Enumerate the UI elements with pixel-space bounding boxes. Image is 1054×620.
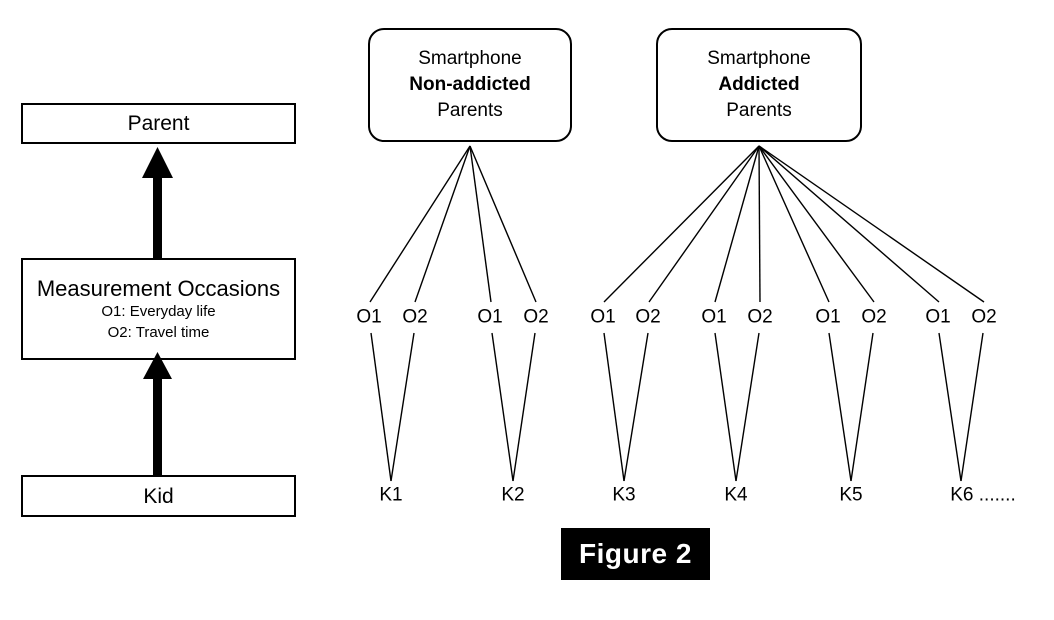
occasion-node-o1-g2-k3: O1 [590,306,616,328]
occasion-node-o1-g2-k5: O1 [815,306,841,328]
occasion-node-o1-g2-k6: O1 [925,306,951,328]
occasion-node-o1-g1-k1: O1 [356,306,382,328]
kid-node-k4: K4 [724,484,748,506]
group-non-addicted-line-1: Smartphone [418,48,522,69]
occasion-node-o2-g2-k6: O2 [971,306,997,328]
box-kid: Kid [21,475,296,517]
box-parent: Parent [21,103,296,144]
kid-node-k5: K5 [839,484,863,506]
kid-node-k2: K2 [501,484,525,506]
group-addicted-line-1: Smartphone [707,48,811,69]
kid-node-k3: K3 [612,484,636,506]
group-non-addicted-line-3: Parents [437,100,503,121]
occasion-node-o2-g2-k5: O2 [861,306,887,328]
kid-node-k6: K6 ....... [950,484,1016,506]
arrow-kid-to-measurement [143,352,172,475]
edges-occasions-to-kids [370,332,984,482]
box-measurement-occasions-subline-2: O2: Travel time [107,323,210,341]
box-measurement-occasions-title: Measurement Occasions [36,275,281,301]
box-measurement-occasions: Measurement Occasions O1: Everyday life … [21,258,296,360]
edges-non-addicted-group [369,145,537,303]
group-box-non-addicted: Smartphone Non-addicted Parents [368,28,572,142]
edges-addicted-group [603,145,985,303]
occasion-node-o2-g1-k2: O2 [523,306,549,328]
group-addicted-line-2: Addicted [718,74,800,95]
group-addicted-line-3: Parents [726,100,792,121]
group-non-addicted-line-2: Non-addicted [409,74,531,95]
box-parent-title: Parent [127,112,190,135]
occasion-node-o2-g2-k3: O2 [635,306,661,328]
occasion-node-o1-g2-k4: O1 [701,306,727,328]
figure-caption: Figure 2 [561,528,710,580]
box-kid-title: Kid [143,484,174,508]
occasion-node-o1-g1-k2: O1 [477,306,503,328]
occasion-node-o2-g2-k4: O2 [747,306,773,328]
arrow-measurement-to-parent [142,147,173,258]
occasion-node-o2-g1-k1: O2 [402,306,428,328]
group-box-addicted: Smartphone Addicted Parents [656,28,862,142]
kid-node-k1: K1 [379,484,403,506]
figure-caption-text: Figure 2 [579,538,692,569]
box-measurement-occasions-subline-1: O1: Everyday life [101,302,216,320]
